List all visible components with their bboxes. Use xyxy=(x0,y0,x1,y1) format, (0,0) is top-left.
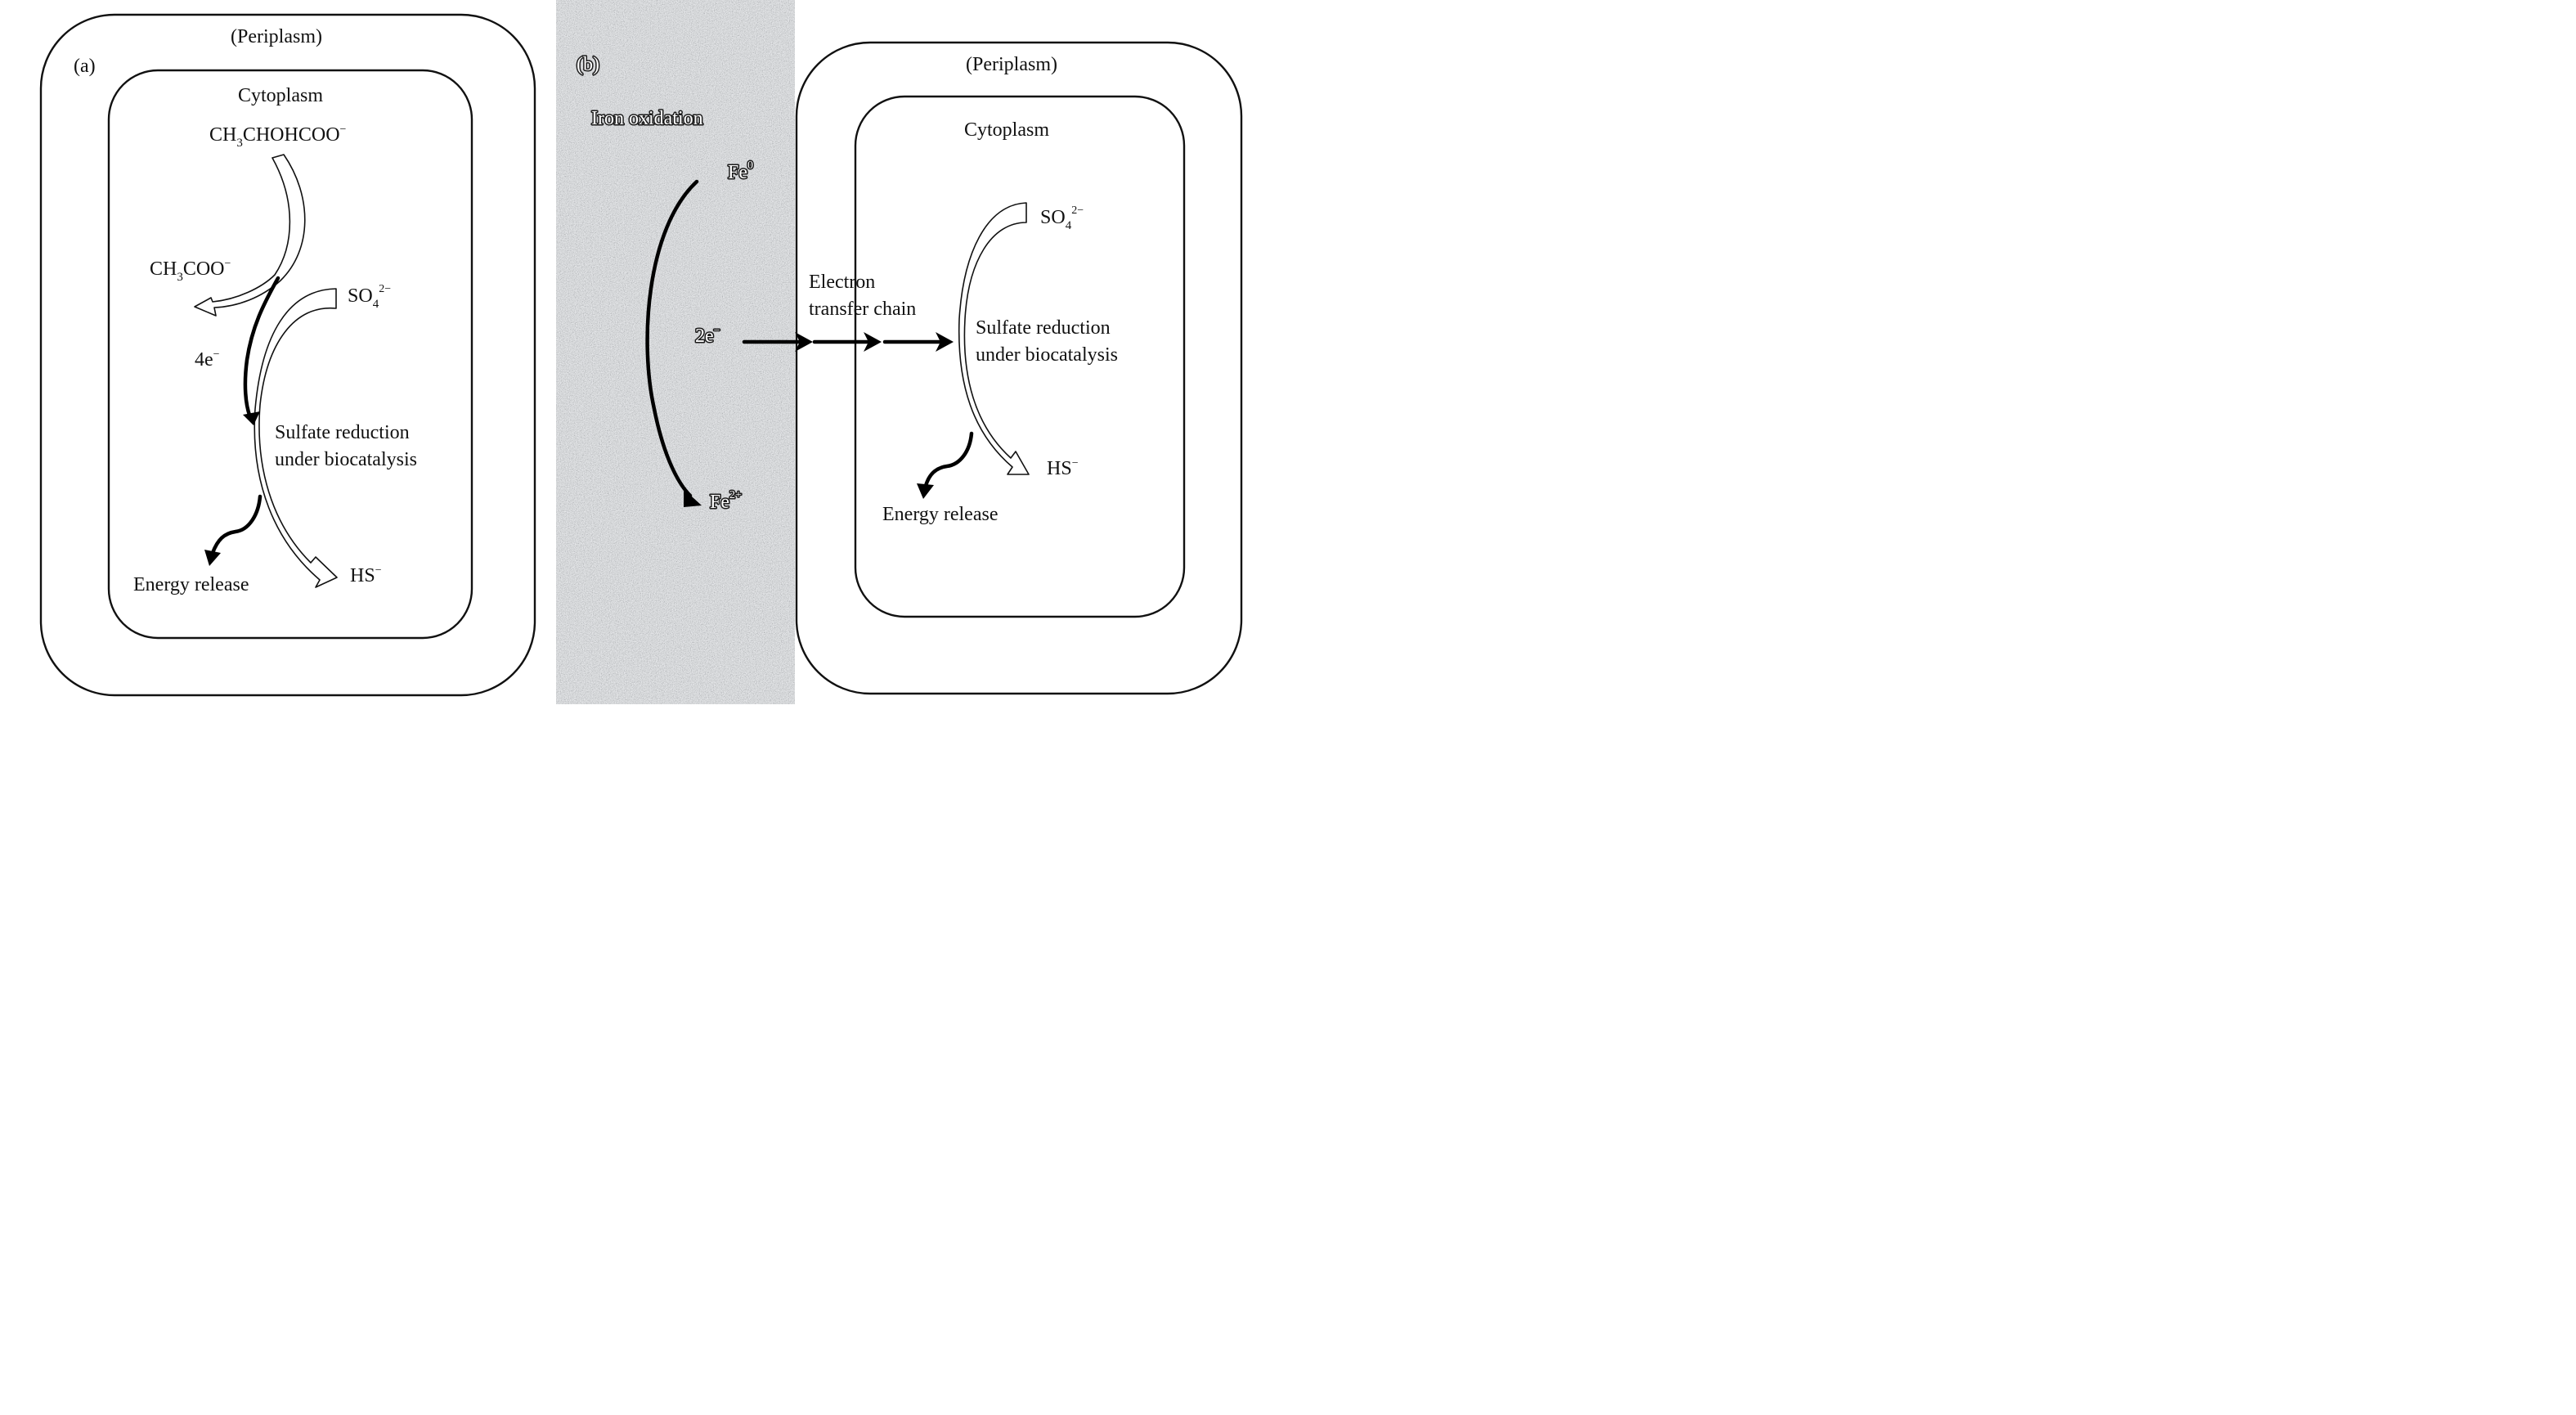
panel-a-cytoplasm-label: Cytoplasm xyxy=(238,85,323,106)
iron-oxidation-title: Iron oxidation xyxy=(591,108,703,129)
panel-a-sulfate-formula: SO42− xyxy=(348,283,391,311)
panel-b-hs-product: HS− xyxy=(1047,457,1079,479)
panel-b-periplasm-label: (Periplasm) xyxy=(966,54,1057,75)
panel-a-energy-label: Energy release xyxy=(133,574,249,595)
panel-a-label: (a) xyxy=(74,56,96,77)
panel-b: (Periplasm) Cytoplasm Electron transfer … xyxy=(742,41,1243,695)
panel-a-process-line1: Sulfate reduction xyxy=(275,422,410,443)
panel-b-sulfate-to-hs-arrow xyxy=(958,202,1030,475)
panel-b-label: (b) xyxy=(577,54,599,75)
electron-chain-line1: Electron xyxy=(809,272,875,293)
iron-surface-texture xyxy=(556,0,795,704)
iron-ion-label: Fe2+ xyxy=(710,489,742,513)
acetate-formula: CH3COO− xyxy=(150,258,231,284)
sulfate-reduction-diagram: (a) (Periplasm) Cytoplasm CH3CHOHCOO− CH… xyxy=(39,0,1243,704)
panel-b-periplasm-membrane xyxy=(795,41,1243,695)
panel-b-electrons-label: 2e− xyxy=(695,325,720,347)
panel-a-cytoplasm-membrane xyxy=(107,69,473,640)
iron-metal-label: Fe0 xyxy=(728,159,753,183)
iron-oxidation-arrowhead xyxy=(684,489,702,507)
electron-chain-arrowhead-1 xyxy=(795,332,813,352)
panel-b-process-line2: under biocatalysis xyxy=(976,344,1118,366)
panel-a-periplasm-label: (Periplasm) xyxy=(231,26,322,47)
lactate-to-acetate-arrow xyxy=(194,154,306,317)
panel-a-electron-arrow xyxy=(243,276,280,420)
panel-b-cytoplasm-label: Cytoplasm xyxy=(964,119,1049,141)
panel-a-energy-arrowhead xyxy=(204,550,221,566)
electron-chain-arrowhead-2 xyxy=(864,332,882,352)
lactate-formula: CH3CHOHCOO− xyxy=(209,124,347,150)
panel-a-periplasm-membrane xyxy=(39,13,536,697)
electron-chain-line2: transfer chain xyxy=(809,299,916,320)
panel-a-hs-product: HS− xyxy=(350,564,382,586)
panel-b-energy-arrowhead xyxy=(917,483,934,499)
panel-b-energy-arrow xyxy=(923,431,974,488)
panel-b-energy-label: Energy release xyxy=(882,504,998,525)
iron-oxidation-arrow xyxy=(645,179,699,498)
panel-a-electron-arrowhead xyxy=(243,411,260,425)
electron-chain-arrowhead-3 xyxy=(936,332,954,352)
panel-a: (a) (Periplasm) Cytoplasm CH3CHOHCOO− CH… xyxy=(39,13,536,697)
panel-b-cytoplasm-membrane xyxy=(854,95,1186,618)
panel-a-sulfate-to-hs-arrow xyxy=(254,288,338,588)
panel-a-process-line2: under biocatalysis xyxy=(275,449,417,470)
panel-a-electrons-label: 4e− xyxy=(195,348,220,371)
iron-surface: (b) Iron oxidation Fe0 Fe2+ 2e− xyxy=(556,0,795,704)
panel-a-energy-arrow xyxy=(210,494,263,555)
panel-b-process-line1: Sulfate reduction xyxy=(976,317,1111,339)
panel-b-sulfate-formula: SO42− xyxy=(1040,204,1084,232)
